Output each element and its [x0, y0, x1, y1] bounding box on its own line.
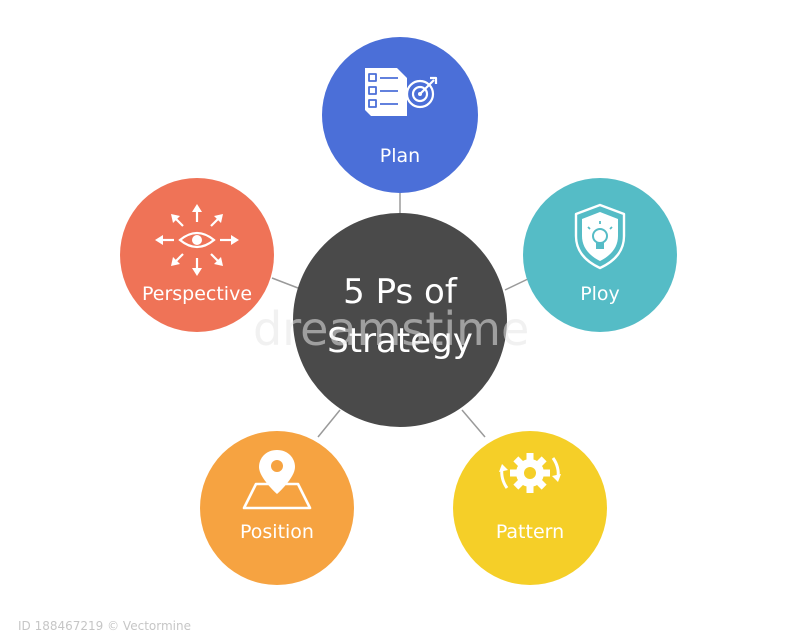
shield-lightbulb-icon	[574, 203, 626, 270]
center-node: 5 Ps of Strategy	[293, 213, 507, 427]
node-position: Position	[200, 431, 354, 585]
pattern-circle	[453, 431, 607, 585]
ploy-label: Ploy	[580, 283, 620, 305]
watermark-id: ID 188467219 © Vectormine	[18, 619, 191, 633]
node-ploy: Ploy	[523, 178, 677, 332]
perspective-label: Perspective	[142, 283, 252, 305]
connector-perspective	[271, 277, 299, 289]
watermark-text: dreamstime	[253, 302, 529, 356]
gear-cycle-icon	[499, 453, 561, 493]
eye-arrows-icon	[155, 204, 239, 276]
position-label: Position	[240, 521, 314, 543]
connector-pattern	[461, 409, 486, 438]
node-perspective: Perspective	[120, 178, 274, 332]
pattern-label: Pattern	[496, 521, 564, 543]
watermark: dreamstime ID 188467219 © Vectormine	[18, 302, 529, 633]
checklist-target-icon	[365, 68, 438, 116]
center-circle	[293, 213, 507, 427]
node-pattern: Pattern	[453, 431, 607, 585]
plan-label: Plan	[380, 145, 420, 167]
map-pin-icon	[242, 450, 312, 510]
connector-ploy	[504, 277, 531, 291]
node-plan: Plan	[322, 37, 478, 193]
connector-position	[317, 409, 341, 438]
perspective-circle	[120, 178, 274, 332]
center-title-line2: Strategy	[327, 321, 473, 361]
center-title-line1: 5 Ps of	[343, 272, 458, 312]
